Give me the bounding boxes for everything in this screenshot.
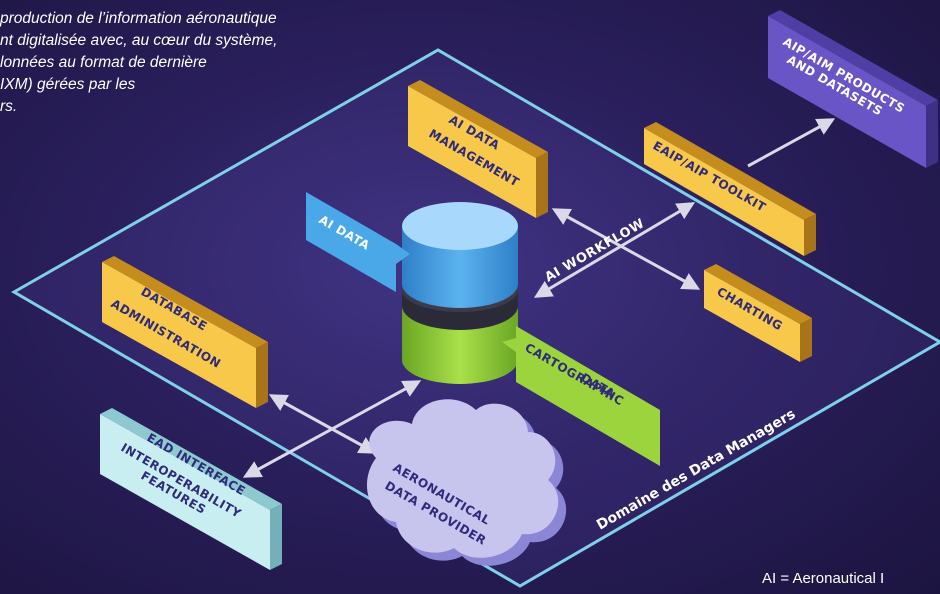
intro-line-1: production de l’information aéronautique xyxy=(0,10,277,27)
box-ai-data-management: AI DATA MANAGEMENT xyxy=(408,80,548,218)
intro-line-2: nt digitalisée avec, au cœur du système, xyxy=(0,32,278,49)
arrow-mgmt-charting xyxy=(551,208,701,290)
intro-line-3: lonnées au format de dernière xyxy=(0,54,207,71)
box-aip-products: AIP/AIM PRODUCTS AND DATASETS xyxy=(768,10,938,168)
connection-arrows xyxy=(242,118,836,478)
intro-text: production de l’information aéronautique… xyxy=(0,8,370,118)
database-cylinder xyxy=(402,202,518,384)
arrow-ead-db xyxy=(242,380,422,478)
footnote: AI = Aeronautical I xyxy=(762,570,885,587)
intro-line-5: rs. xyxy=(0,98,18,115)
box-charting: CHARTING xyxy=(704,264,812,362)
box-ead-interface: EAD INTERFACE INTEROPERABILITY FEATURES xyxy=(100,408,282,570)
intro-line-4: IXM) gérées par les xyxy=(0,76,136,93)
tab-ai-data: AI DATA xyxy=(306,192,410,292)
cloud-aeronautical-data-provider: AERONAUTICAL DATA PROVIDER xyxy=(366,399,567,566)
arrow-products xyxy=(747,118,836,168)
